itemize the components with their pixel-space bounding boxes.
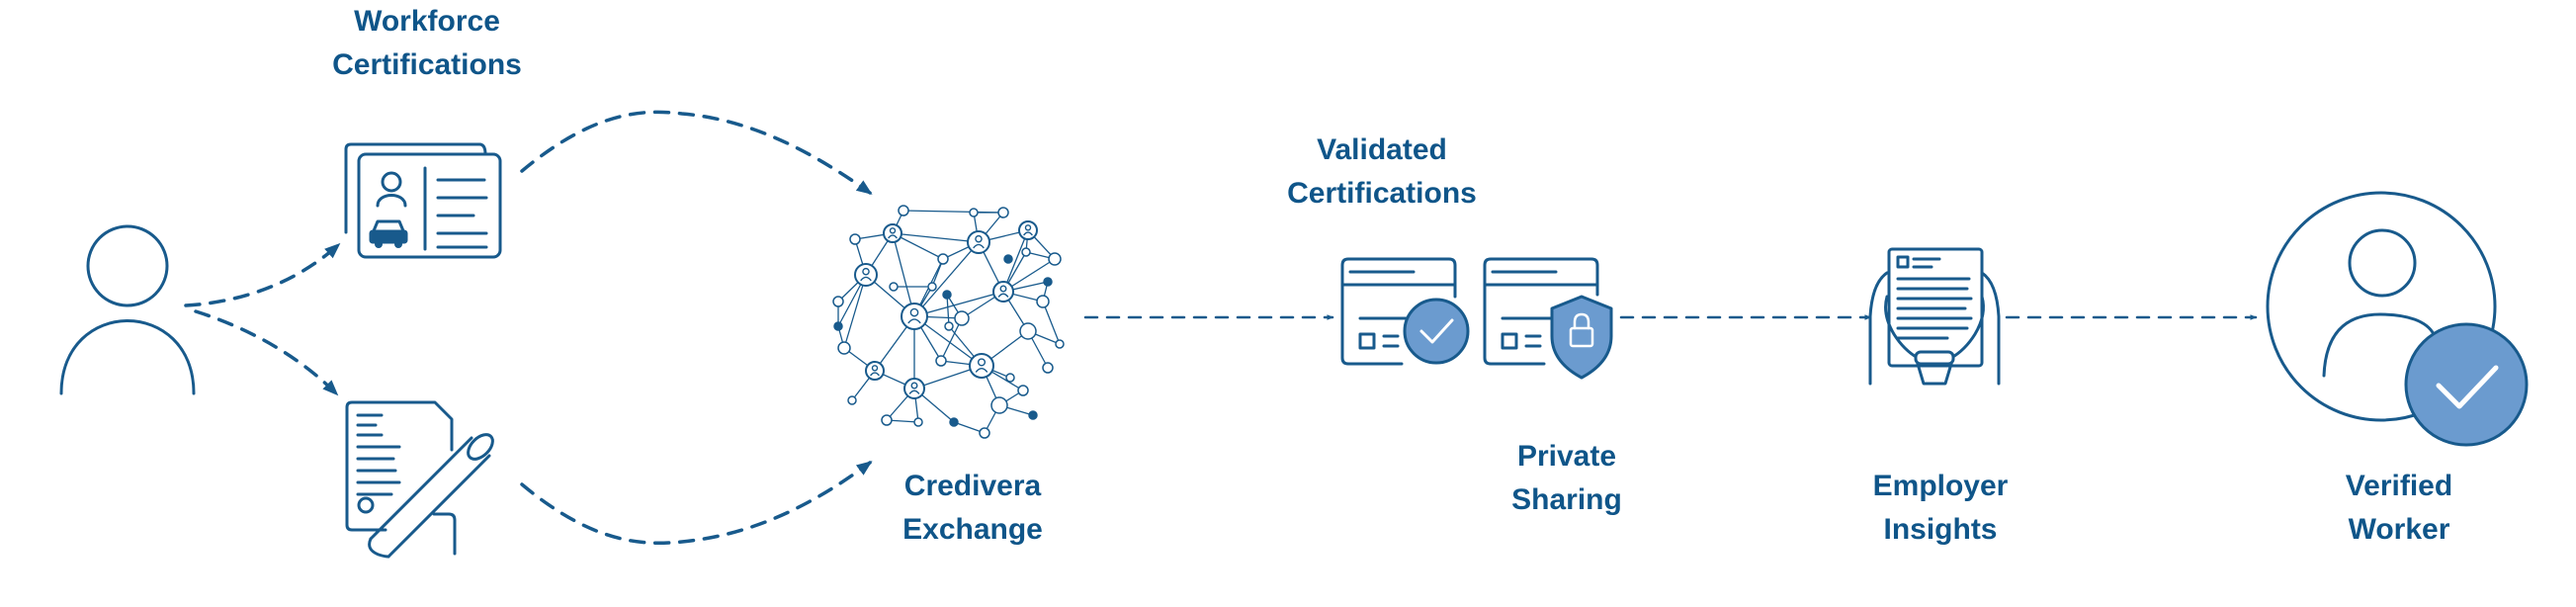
network-node-person-head	[862, 267, 870, 276]
network-link	[1042, 301, 1061, 345]
arrow-certifications-to-exchange	[520, 110, 873, 195]
network-node	[849, 233, 861, 245]
network-node-person-head	[910, 382, 918, 390]
network-node-person-body	[997, 293, 1009, 298]
network-node-person-body	[907, 318, 921, 324]
network-node	[1017, 385, 1029, 396]
network-node	[997, 207, 1009, 218]
network-link	[913, 315, 983, 367]
network-node	[847, 395, 857, 405]
network-link	[843, 274, 867, 349]
document-in-hands-icon	[1868, 247, 2001, 386]
network-node	[1005, 373, 1015, 383]
arrow-diploma-to-exchange	[520, 461, 873, 545]
id-card-icon	[344, 142, 502, 259]
label-workforce-certifications-line1: Workforce	[354, 5, 500, 38]
network-node	[1003, 254, 1013, 264]
network-node	[1028, 410, 1038, 420]
network-link	[913, 291, 1004, 317]
network-node	[1019, 322, 1037, 340]
network-node	[937, 253, 949, 265]
network-node	[1043, 277, 1053, 287]
network-node	[889, 282, 899, 292]
label-verified-worker-line1: Verified	[2345, 470, 2453, 502]
network-node	[1055, 339, 1065, 349]
network-node-person-body	[973, 243, 985, 249]
network-node-person-body	[975, 368, 988, 373]
network-link	[946, 294, 950, 327]
arrow-person-to-diploma	[194, 309, 339, 396]
label-validated-certifications: Validated Certifications	[1255, 129, 1508, 216]
network-link	[940, 317, 963, 362]
label-credivera-exchange-line2: Exchange	[902, 513, 1043, 546]
network-node	[1021, 247, 1031, 257]
label-employer-insights: Employer Insights	[1846, 465, 2034, 552]
validated-certificate-icon	[1340, 257, 1470, 366]
network-node-person-head	[889, 227, 897, 234]
label-workforce-certifications-line2: Certifications	[332, 48, 522, 81]
diploma-icon	[345, 400, 494, 559]
network-node	[990, 396, 1008, 414]
verified-person-icon	[2266, 191, 2529, 447]
network-node	[881, 414, 893, 426]
network-node	[913, 417, 923, 427]
network-link	[892, 232, 980, 243]
shielded-certificate-icon	[1483, 257, 1613, 380]
network-node	[954, 310, 970, 326]
network-node	[837, 341, 851, 355]
network-node-person-head	[977, 358, 987, 367]
network-node	[1036, 295, 1050, 308]
network-icon	[832, 205, 1065, 439]
network-node-person-head	[975, 234, 983, 243]
label-validated-certifications-line1: Validated	[1317, 133, 1447, 166]
network-node	[949, 417, 959, 427]
network-link	[1002, 229, 1029, 293]
network-node-person-body	[870, 372, 880, 377]
network-node	[969, 208, 979, 217]
label-private-sharing: Private Sharing	[1488, 435, 1646, 522]
network-node-person-body	[908, 390, 920, 394]
network-node-person-head	[871, 365, 879, 372]
label-verified-worker: Verified Worker	[2310, 465, 2488, 552]
network-node	[898, 205, 909, 217]
label-credivera-exchange-line1: Credivera	[903, 470, 1042, 502]
label-employer-insights-line2: Insights	[1883, 513, 1998, 546]
network-node	[833, 321, 843, 331]
label-validated-certifications-line2: Certifications	[1287, 177, 1477, 210]
network-node-person-body	[860, 276, 872, 282]
network-node	[935, 355, 947, 367]
label-private-sharing-line2: Sharing	[1511, 483, 1622, 516]
network-node-person-body	[1023, 231, 1033, 236]
label-credivera-exchange: Credivera Exchange	[874, 465, 1072, 552]
network-node	[1048, 252, 1062, 266]
label-private-sharing-line1: Private	[1516, 440, 1617, 473]
network-node	[927, 282, 937, 292]
network-node	[832, 296, 844, 307]
network-link	[913, 241, 980, 317]
label-employer-insights-line1: Employer	[1872, 470, 2009, 502]
person-icon	[59, 224, 196, 395]
network-link	[892, 232, 915, 317]
network-node	[944, 321, 954, 331]
network-node-person-head	[999, 285, 1007, 293]
arrow-person-to-certifications	[184, 242, 341, 307]
network-node	[979, 427, 990, 439]
network-node	[942, 290, 952, 300]
network-node-person-head	[1024, 224, 1032, 231]
network-node-person-body	[888, 234, 898, 239]
label-workforce-certifications: Workforce Certifications	[302, 0, 552, 87]
network-node	[1042, 362, 1054, 374]
label-verified-worker-line2: Worker	[2348, 513, 2450, 546]
network-node-person-head	[909, 307, 919, 317]
